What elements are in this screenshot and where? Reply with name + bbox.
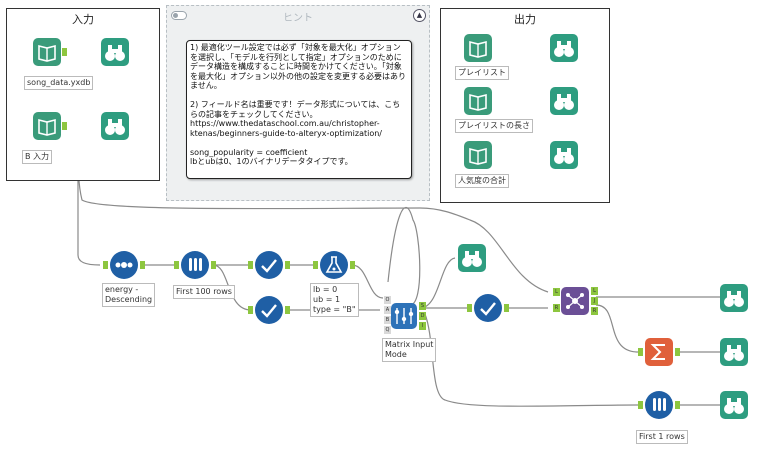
select-tool[interactable]: [255, 251, 283, 279]
test-tubes-icon: [189, 258, 202, 271]
sigma-icon: [650, 344, 665, 360]
tool-label: B 入力: [22, 150, 53, 164]
tool-label: 人気度の合計: [455, 174, 509, 188]
tool-label: lb = 0 ub = 1 type = "B": [310, 283, 359, 317]
book-icon: [38, 118, 56, 136]
tool-label: Matrix Input Mode: [382, 338, 437, 362]
sort-dots-icon: [115, 262, 133, 268]
book-icon: [469, 93, 487, 111]
binoculars-icon: [105, 45, 125, 61]
optimization-tool[interactable]: [391, 303, 417, 329]
output-anchor[interactable]: [350, 261, 355, 269]
text-input-tool[interactable]: [464, 141, 492, 169]
container-toggle-icon[interactable]: [171, 11, 187, 20]
sliders-icon: [394, 308, 414, 324]
output-anchor[interactable]: [675, 401, 680, 409]
browse-tool[interactable]: [550, 141, 578, 169]
comment-text: 1) 最適化ツール設定では必ず「対象を最大化」オプションを選択し、「モデルを行列…: [190, 43, 406, 166]
browse-tool[interactable]: [101, 38, 129, 66]
browse-tool[interactable]: [101, 112, 129, 140]
tool-label: song_data.yxdb: [24, 76, 94, 90]
browse-tool[interactable]: [720, 284, 748, 312]
binoculars-icon: [724, 398, 744, 414]
checkmark-icon: [261, 304, 277, 318]
input-container-title: 入力: [72, 13, 94, 26]
output-anchor-s[interactable]: S: [419, 302, 426, 310]
binoculars-icon: [105, 119, 125, 135]
hint-container-title: ヒント: [283, 13, 313, 24]
join-input-left[interactable]: L: [553, 288, 560, 296]
book-icon: [38, 44, 56, 62]
input-anchor[interactable]: [248, 261, 253, 269]
binoculars-icon: [554, 94, 574, 110]
book-icon: [469, 40, 487, 58]
tool-label: First 1 rows: [636, 430, 688, 444]
tool-label: プレイリストの長さ: [455, 119, 533, 133]
checkmark-icon: [261, 259, 277, 273]
output-anchor[interactable]: [211, 261, 216, 269]
tool-label: energy - Descending: [102, 283, 156, 307]
input-anchor[interactable]: [174, 261, 179, 269]
join-tool[interactable]: [561, 287, 589, 315]
binoculars-icon: [724, 345, 744, 361]
test-tubes-icon: [653, 398, 666, 411]
join-output-left[interactable]: L: [591, 287, 598, 295]
input-data-tool-1[interactable]: [33, 38, 61, 66]
output-anchor[interactable]: [285, 261, 290, 269]
formula-tool[interactable]: [320, 251, 348, 279]
browse-tool[interactable]: [550, 34, 578, 62]
sample-tool[interactable]: [645, 391, 673, 419]
tool-label: First 100 rows: [173, 285, 235, 299]
checkmark-icon: [480, 302, 496, 316]
output-anchor[interactable]: [62, 48, 67, 56]
output-anchor[interactable]: [62, 122, 67, 130]
comment-box[interactable]: 1) 最適化ツール設定では必ず「対象を最大化」オプションを選択し、「モデルを行列…: [186, 40, 412, 179]
binoculars-icon: [554, 41, 574, 57]
sort-tool[interactable]: [110, 251, 138, 279]
input-anchor-o[interactable]: O: [384, 296, 391, 304]
join-input-right[interactable]: R: [553, 304, 560, 312]
output-anchor[interactable]: [504, 304, 509, 312]
summarize-tool[interactable]: [645, 338, 673, 366]
flask-icon: [325, 256, 343, 273]
join-network-icon: [566, 293, 584, 309]
select-tool[interactable]: [255, 296, 283, 324]
text-input-tool[interactable]: [464, 34, 492, 62]
output-anchor-d[interactable]: D: [419, 312, 426, 320]
input-anchor[interactable]: [103, 261, 108, 269]
input-anchor[interactable]: [313, 261, 318, 269]
output-anchor[interactable]: [285, 306, 290, 314]
input-anchor-a[interactable]: A: [384, 306, 391, 314]
input-anchor[interactable]: [638, 348, 643, 356]
input-anchor-q[interactable]: Q: [384, 326, 391, 334]
input-data-tool-2[interactable]: [33, 112, 61, 140]
input-anchor[interactable]: [248, 306, 253, 314]
tool-label: プレイリスト: [455, 66, 509, 80]
output-container-title: 出力: [514, 13, 536, 26]
select-tool[interactable]: [474, 294, 502, 322]
collapse-icon[interactable]: ▲: [413, 9, 426, 22]
sample-tool[interactable]: [181, 251, 209, 279]
browse-tool[interactable]: [720, 391, 748, 419]
binoculars-icon: [462, 251, 482, 267]
output-anchor[interactable]: [675, 348, 680, 356]
browse-tool[interactable]: [458, 244, 486, 272]
binoculars-icon: [724, 291, 744, 307]
binoculars-icon: [554, 148, 574, 164]
input-anchor[interactable]: [467, 304, 472, 312]
input-anchor-b[interactable]: B: [384, 316, 391, 324]
output-anchor-i[interactable]: I: [419, 322, 426, 330]
input-anchor[interactable]: [638, 401, 643, 409]
book-icon: [469, 147, 487, 165]
join-output-join[interactable]: J: [591, 297, 598, 305]
join-output-right[interactable]: R: [591, 307, 598, 315]
text-input-tool[interactable]: [464, 87, 492, 115]
output-anchor[interactable]: [140, 261, 145, 269]
browse-tool[interactable]: [550, 87, 578, 115]
browse-tool[interactable]: [720, 338, 748, 366]
